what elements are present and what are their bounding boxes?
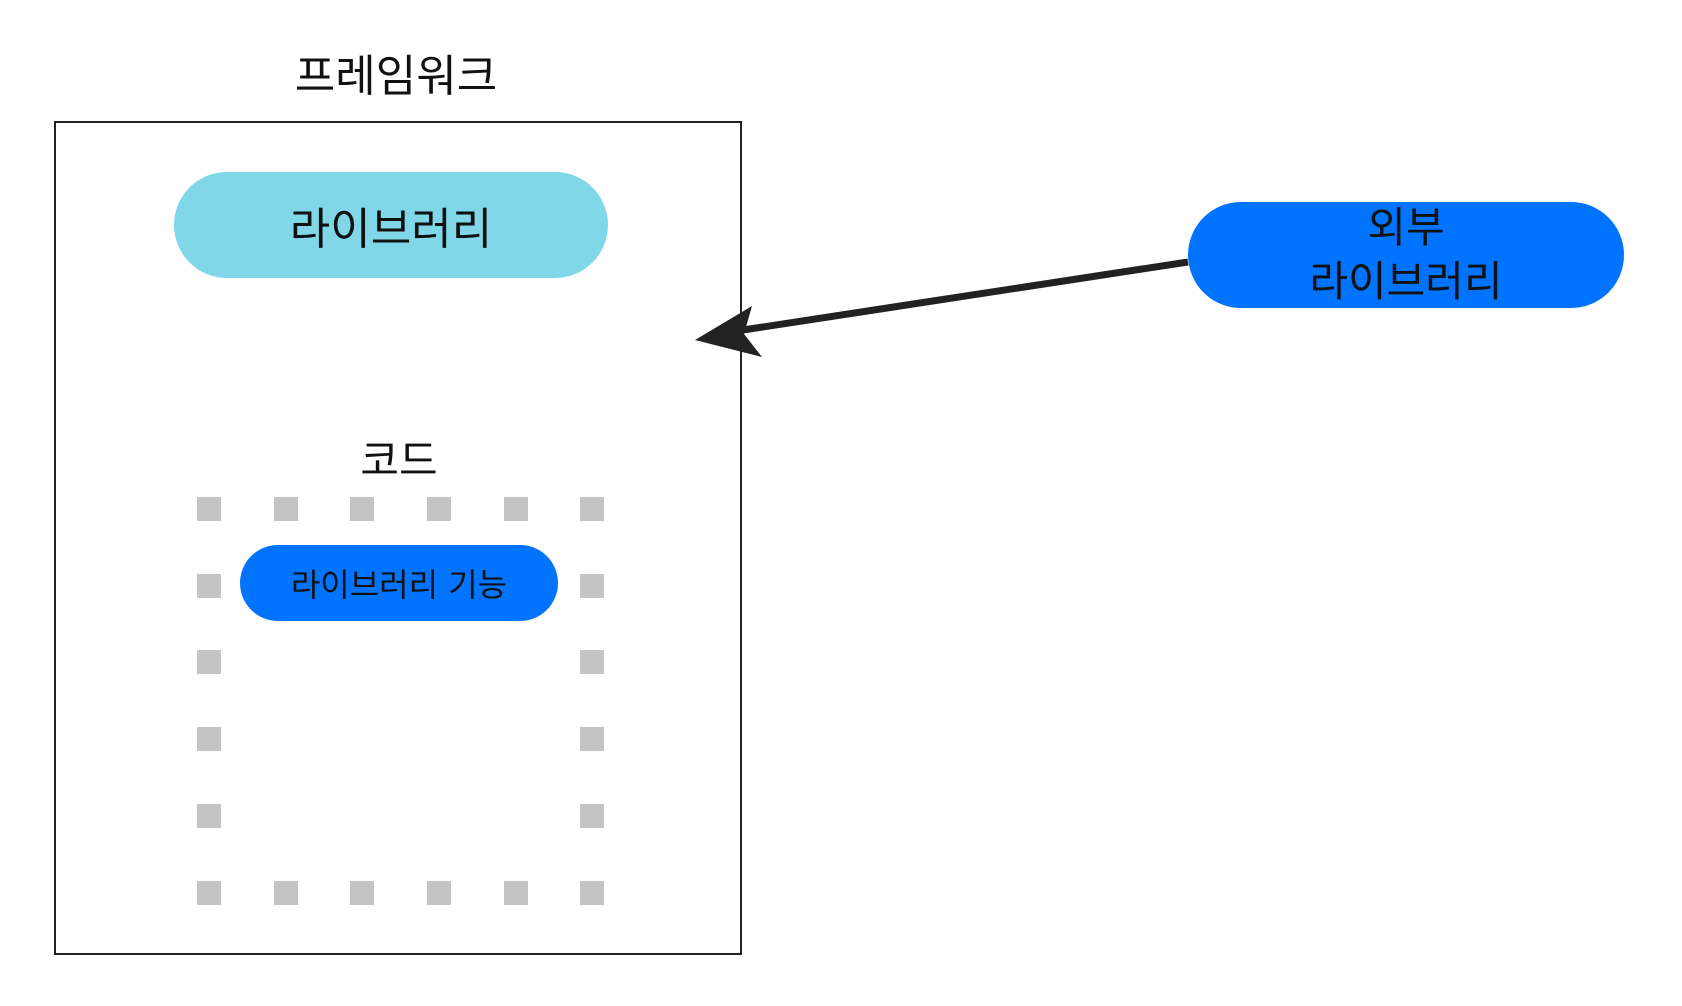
framework-box [54, 121, 742, 955]
framework-title: 프레임워크 [294, 51, 498, 102]
dotted-border-square [504, 881, 528, 905]
dotted-border-square [580, 881, 604, 905]
dotted-border-square [350, 497, 374, 521]
arrow-head [695, 306, 762, 357]
external-library-line2: 라이브러리 [1309, 257, 1503, 306]
dotted-border-square [580, 727, 604, 751]
library-feature-label: 라이브러리 기능 [290, 566, 508, 604]
dotted-border-square [580, 650, 604, 674]
library-feature-pill: 라이브러리 기능 [240, 545, 558, 621]
dotted-border-square [197, 727, 221, 751]
code-dotted-border [197, 497, 604, 905]
dotted-border-square [427, 497, 451, 521]
library-pill: 라이브러리 [174, 172, 608, 278]
dotted-border-square [580, 804, 604, 828]
dotted-border-square [197, 804, 221, 828]
dependency-arrow [695, 258, 1189, 357]
dotted-border-square [197, 881, 221, 905]
dotted-border-square [350, 881, 374, 905]
external-library-pill: 외부 라이브러리 [1188, 202, 1624, 308]
dotted-border-square [274, 497, 298, 521]
dotted-border-square [504, 497, 528, 521]
arrow-shaft [729, 258, 1189, 336]
code-title: 코드 [360, 436, 438, 485]
dotted-border-square [580, 574, 604, 598]
dotted-border-square [197, 497, 221, 521]
library-label: 라이브러리 [289, 204, 493, 255]
external-library-line1: 외부 [1367, 203, 1445, 252]
dotted-border-square [274, 881, 298, 905]
dotted-border-square [197, 650, 221, 674]
dotted-border-square [427, 881, 451, 905]
dotted-border-square [197, 574, 221, 598]
dotted-border-square [580, 497, 604, 521]
